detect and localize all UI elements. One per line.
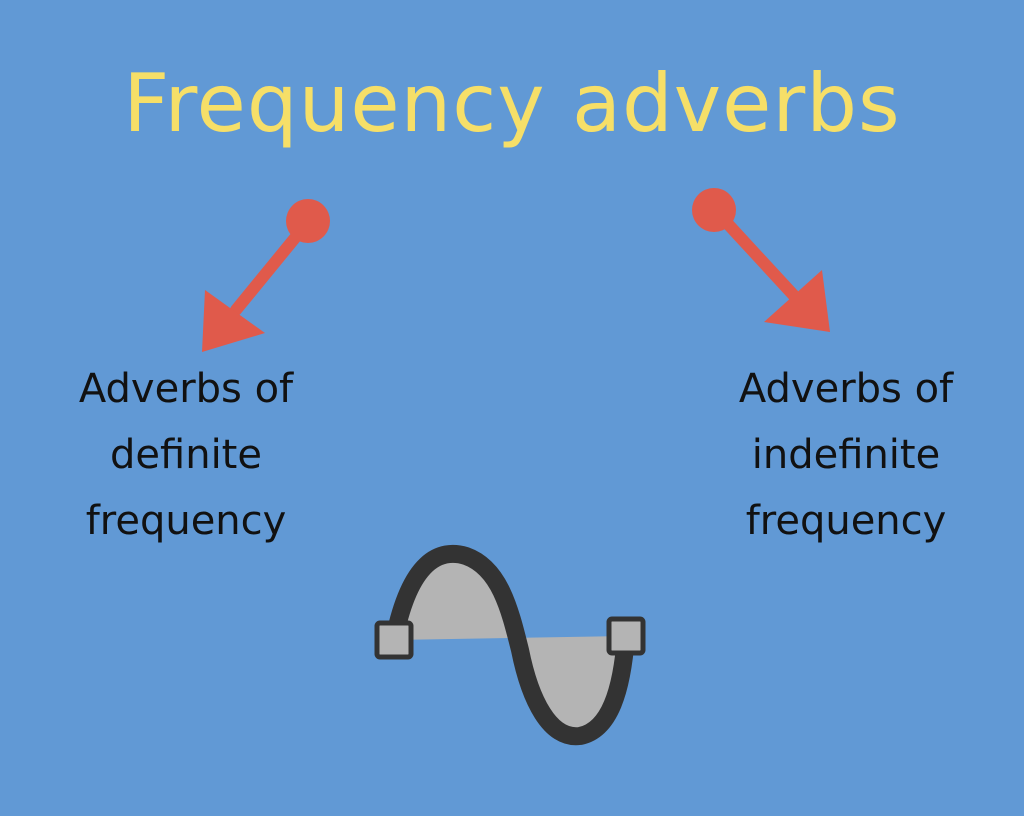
indefinite-label-line-2: indefinite xyxy=(751,432,941,478)
indefinite-label-line-3: frequency xyxy=(745,498,947,544)
definite-label-line-3: frequency xyxy=(85,498,287,544)
page-title: Frequency adverbs xyxy=(123,57,901,150)
wave-start-handle xyxy=(374,620,414,660)
indefinite-label-line-1: Adverbs of xyxy=(738,366,954,412)
wave-end-handle xyxy=(606,616,646,656)
sine-wave-icon xyxy=(374,544,646,746)
indefinite-frequency-label: Adverbs of indefinite frequency xyxy=(676,356,1016,554)
definite-frequency-label: Adverbs of definite frequency xyxy=(16,356,356,554)
definite-label-line-2: definite xyxy=(110,432,262,478)
definite-label-line-1: Adverbs of xyxy=(78,366,294,412)
